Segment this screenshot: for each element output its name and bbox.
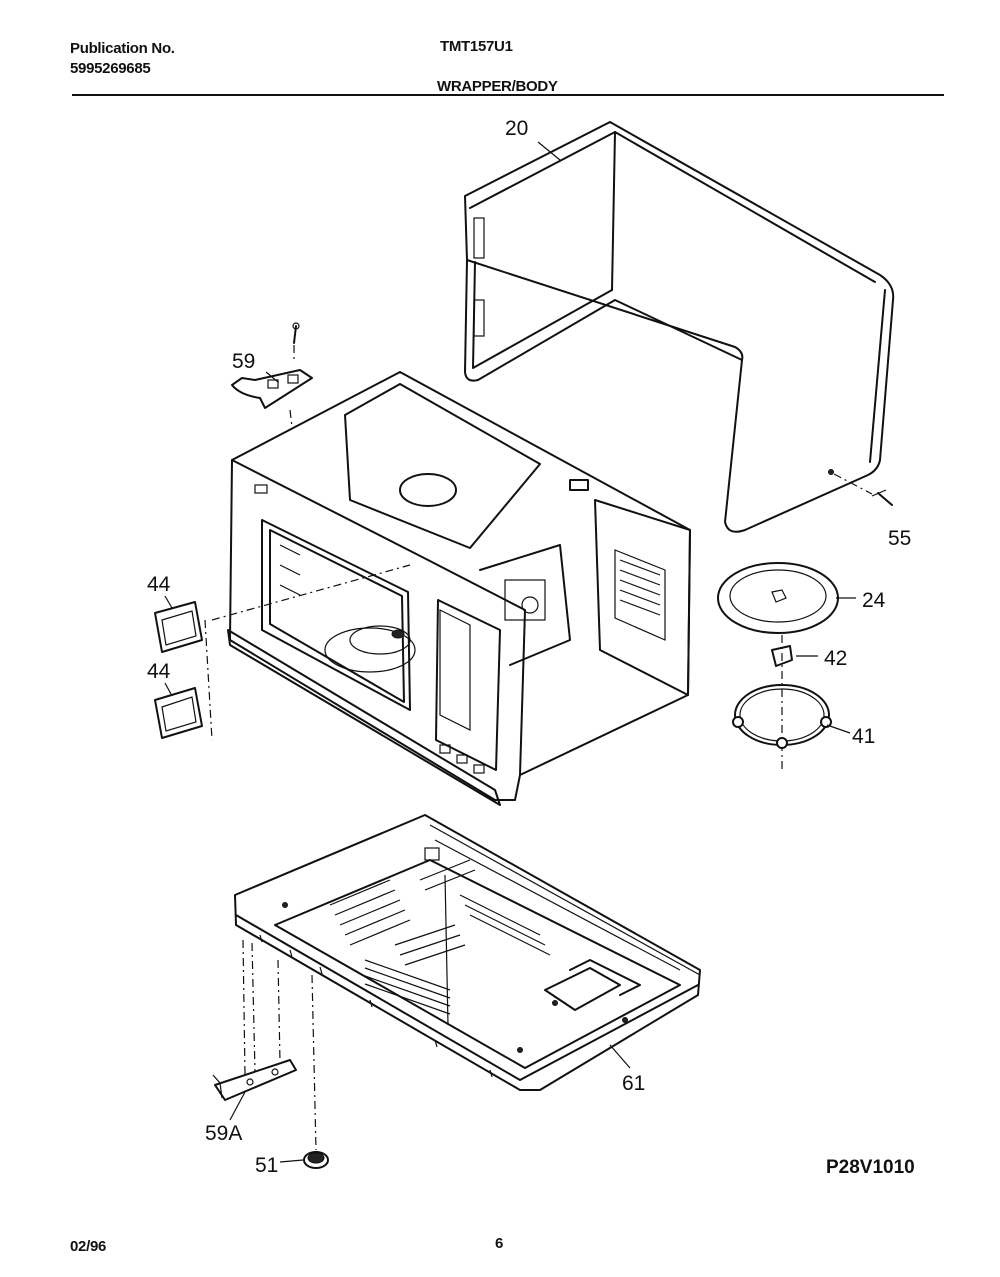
callout-55: 55 xyxy=(888,527,911,550)
callout-44-upper: 44 xyxy=(147,573,171,596)
callout-42: 42 xyxy=(824,647,847,670)
screw-55 xyxy=(833,473,893,506)
roller-ring-41 xyxy=(732,684,832,749)
callout-20: 20 xyxy=(505,117,528,140)
glass-tray-24 xyxy=(717,562,839,634)
hinge-bottom-59A xyxy=(212,1059,297,1101)
callout-41: 41 xyxy=(852,725,875,748)
vent-slots xyxy=(329,859,551,1015)
foot-51 xyxy=(303,1151,329,1169)
base-plate-61 xyxy=(234,814,701,1091)
publication-label: Publication No. xyxy=(70,40,175,57)
page-number: 6 xyxy=(495,1235,504,1252)
door-latch-lower-44 xyxy=(154,687,203,739)
wrapper-cover xyxy=(464,121,895,533)
door-latch-upper-44 xyxy=(154,601,203,653)
callout-59: 59 xyxy=(232,350,255,373)
model-number: TMT157U1 xyxy=(440,38,513,55)
callout-61: 61 xyxy=(622,1072,645,1095)
callout-51: 51 xyxy=(255,1154,278,1177)
coupler-42 xyxy=(771,635,793,770)
diagram-reference: P28V1010 xyxy=(826,1157,915,1178)
footer-date: 02/96 xyxy=(70,1238,107,1255)
publication-number: 5995269685 xyxy=(70,60,151,77)
callout-44-lower: 44 xyxy=(147,660,171,683)
section-title: WRAPPER/BODY xyxy=(437,78,558,95)
callout-59A: 59A xyxy=(205,1122,242,1145)
callout-24: 24 xyxy=(862,589,886,612)
oven-cavity-body xyxy=(227,371,691,806)
header-rule xyxy=(72,94,944,96)
